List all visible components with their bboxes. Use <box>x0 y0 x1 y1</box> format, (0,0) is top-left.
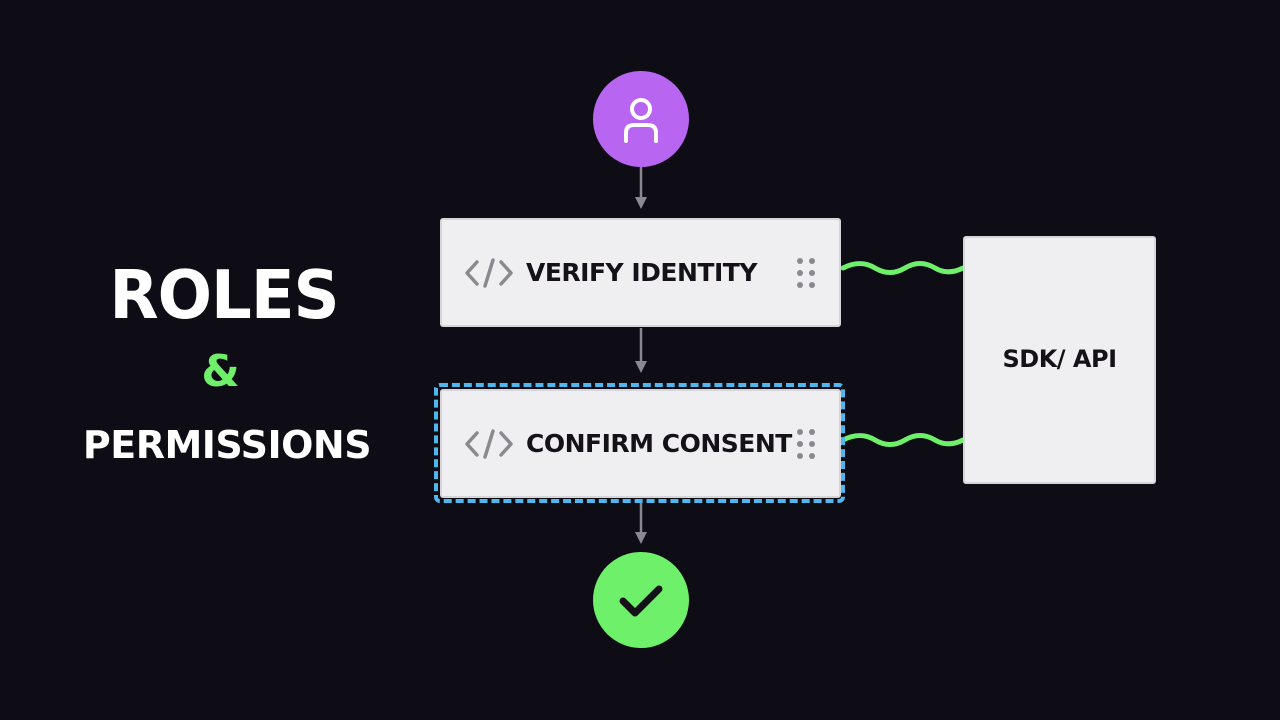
code-icon <box>465 429 513 459</box>
drag-handle-icon[interactable] <box>795 427 817 461</box>
checkmark-icon <box>619 585 663 617</box>
arrow-confirm-to-done <box>635 503 647 544</box>
user-icon <box>624 98 658 143</box>
heading-permissions: PERMISSIONS <box>82 423 372 467</box>
sdk-api-label: SDK/ API <box>1002 345 1117 373</box>
step-confirm-consent[interactable]: CONFIRM CONSENT <box>440 389 841 498</box>
arrow-verify-to-confirm <box>635 328 647 373</box>
heading-ampersand: & <box>201 346 239 397</box>
end-node[interactable] <box>593 552 689 648</box>
step-label: CONFIRM CONSENT <box>526 429 792 458</box>
arrow-user-to-verify <box>635 167 647 209</box>
connector-verify-to-sdk <box>840 261 966 275</box>
step-label: VERIFY IDENTITY <box>526 258 757 287</box>
drag-handle-icon[interactable] <box>795 256 817 290</box>
sdk-api-box[interactable]: SDK/ API <box>963 236 1156 484</box>
code-icon <box>465 258 513 288</box>
selection-outline <box>434 383 845 503</box>
step-verify-identity[interactable]: VERIFY IDENTITY <box>440 218 841 327</box>
heading-roles: ROLES <box>109 257 339 335</box>
start-node[interactable] <box>593 71 689 167</box>
connector-confirm-to-sdk <box>840 433 966 447</box>
